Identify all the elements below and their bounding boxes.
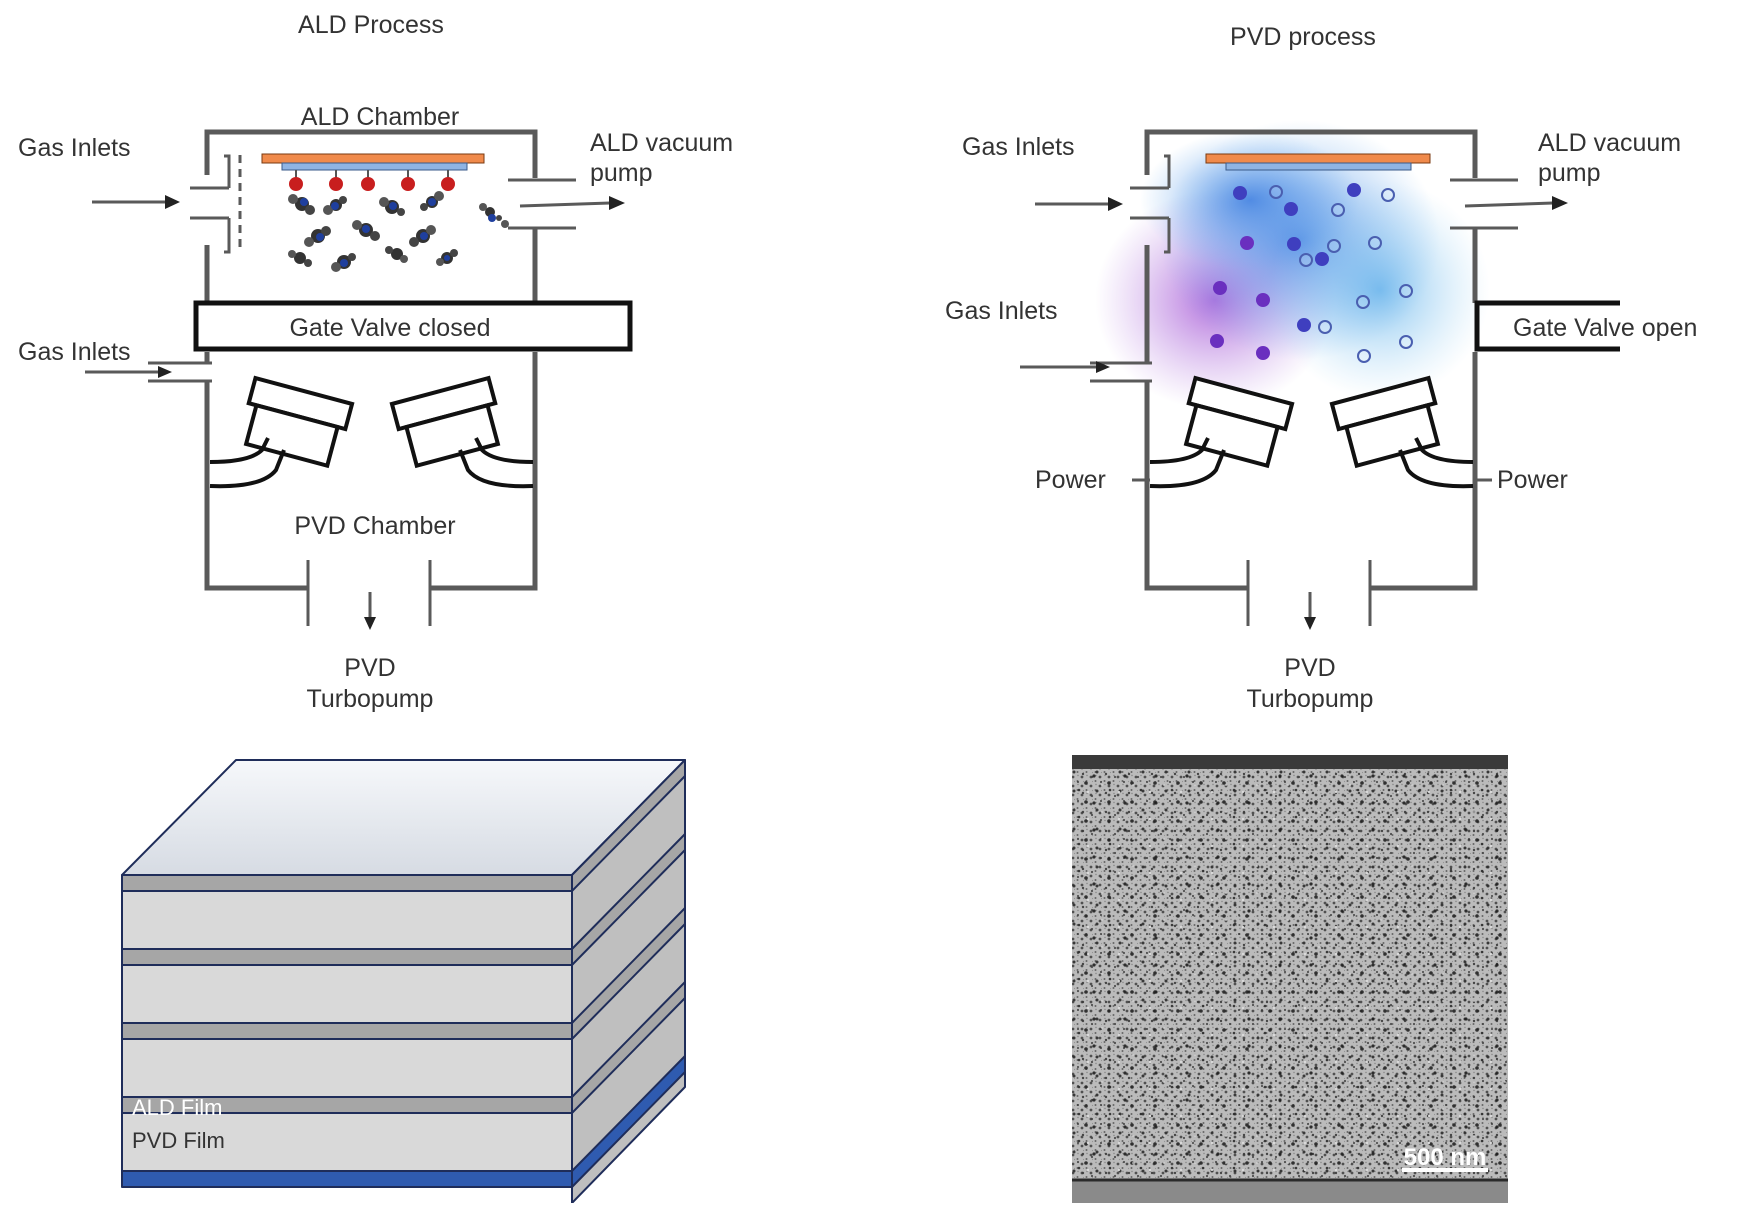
pvd-vacuum-label-line2: pump: [1538, 159, 1601, 187]
ald-turbopump-label-line1: PVD: [344, 654, 395, 682]
pvd-plasma-glow: [1095, 120, 1490, 410]
ald-gas-inlet-top: [92, 154, 242, 254]
tem-micrograph: 500 nm: [1072, 755, 1508, 1203]
ald-substrate-holder: [281, 162, 468, 171]
pvd-process-title: PVD process: [1230, 23, 1376, 51]
ald-gas-inlet-bottom-arrow: [158, 366, 172, 378]
pvd-power-right-label: Power: [1497, 466, 1568, 494]
ald-sputter-source-right: [389, 375, 534, 489]
ald-gate-valve: [193, 300, 633, 352]
pvd-sputter-source-left: [1132, 375, 1295, 489]
pvd-gas-inlets-bottom-label: Gas Inlets: [945, 297, 1058, 325]
ald-vacuum-label-line2: pump: [590, 159, 653, 187]
ald-sputter-source-left: [209, 375, 355, 489]
pvd-gate-valve: [1474, 300, 1620, 352]
ald-chamber-walls: [204, 129, 538, 591]
ald-turbopump-port: [306, 560, 432, 626]
ald-gas-inlet-top-arrow: [165, 195, 180, 209]
film-stack-front: [121, 874, 573, 1188]
pvd-power-left-label: Power: [1035, 466, 1106, 494]
ald-vacuum-arrow: [609, 196, 625, 210]
ald-chamber-label: ALD Chamber: [301, 103, 459, 131]
film-stack: ALD Film PVD Film: [121, 759, 686, 1204]
micrograph-top-band: [1072, 755, 1508, 769]
ald-turbopump-label-line2: Turbopump: [307, 685, 434, 713]
pvd-gas-atoms: [1269, 185, 1413, 363]
pvd-turbopump-arrow: [1304, 617, 1316, 630]
ald-precursor-molecules: [288, 191, 509, 272]
ald-gas-inlets-top-label: Gas Inlets: [18, 134, 131, 162]
pvd-substrate-holder: [1225, 162, 1412, 171]
ald-film-label: ALD Film: [132, 1095, 222, 1120]
ald-process-title: ALD Process: [298, 11, 444, 39]
scale-bar-label: 500 nm: [1404, 1144, 1487, 1171]
ald-process-panel: ALD Process Gas Inlets ALD vac: [18, 11, 733, 713]
ald-pvd-chamber-label: PVD Chamber: [294, 512, 455, 540]
pvd-vacuum-label-line1: ALD vacuum: [1538, 129, 1681, 157]
pvd-gate-valve-label: Gate Valve open: [1513, 314, 1697, 342]
pvd-sputter-source-right: [1329, 375, 1492, 489]
pvd-gas-inlet-top: [1035, 154, 1171, 254]
ald-gate-valve-label: Gate Valve closed: [289, 314, 490, 342]
ald-gas-inlets-bottom-label: Gas Inlets: [18, 338, 131, 366]
pvd-chamber-walls: [1144, 129, 1478, 591]
pvd-vacuum-arrow: [1552, 196, 1568, 210]
pvd-turbopump-label-line1: PVD: [1284, 654, 1335, 682]
ald-vacuum-label-line1: ALD vacuum: [590, 129, 733, 157]
pvd-gas-inlets-top-label: Gas Inlets: [962, 133, 1075, 161]
pvd-gas-inlet-top-arrow: [1108, 197, 1123, 211]
pvd-substrate: [1205, 153, 1431, 164]
ald-gas-inlet-bottom: [85, 361, 212, 383]
ald-adsorbed-molecules: [289, 170, 455, 191]
pvd-turbopump-label-line2: Turbopump: [1247, 685, 1374, 713]
ald-vacuum-port: [508, 178, 611, 230]
film-stack-side-layers: [571, 759, 686, 1188]
micrograph-bottom-band: [1072, 1180, 1508, 1203]
pvd-sputtered-atoms: [1210, 183, 1361, 360]
ald-turbopump-arrow: [364, 617, 376, 630]
pvd-vacuum-port: [1450, 178, 1554, 230]
pvd-turbopump-port: [1246, 560, 1372, 626]
pvd-process-panel: PVD process Gate Valve open: [945, 23, 1697, 713]
ald-substrate: [261, 153, 485, 164]
pvd-film-label: PVD Film: [132, 1128, 225, 1153]
pvd-gas-inlet-bottom-arrow: [1096, 361, 1110, 373]
